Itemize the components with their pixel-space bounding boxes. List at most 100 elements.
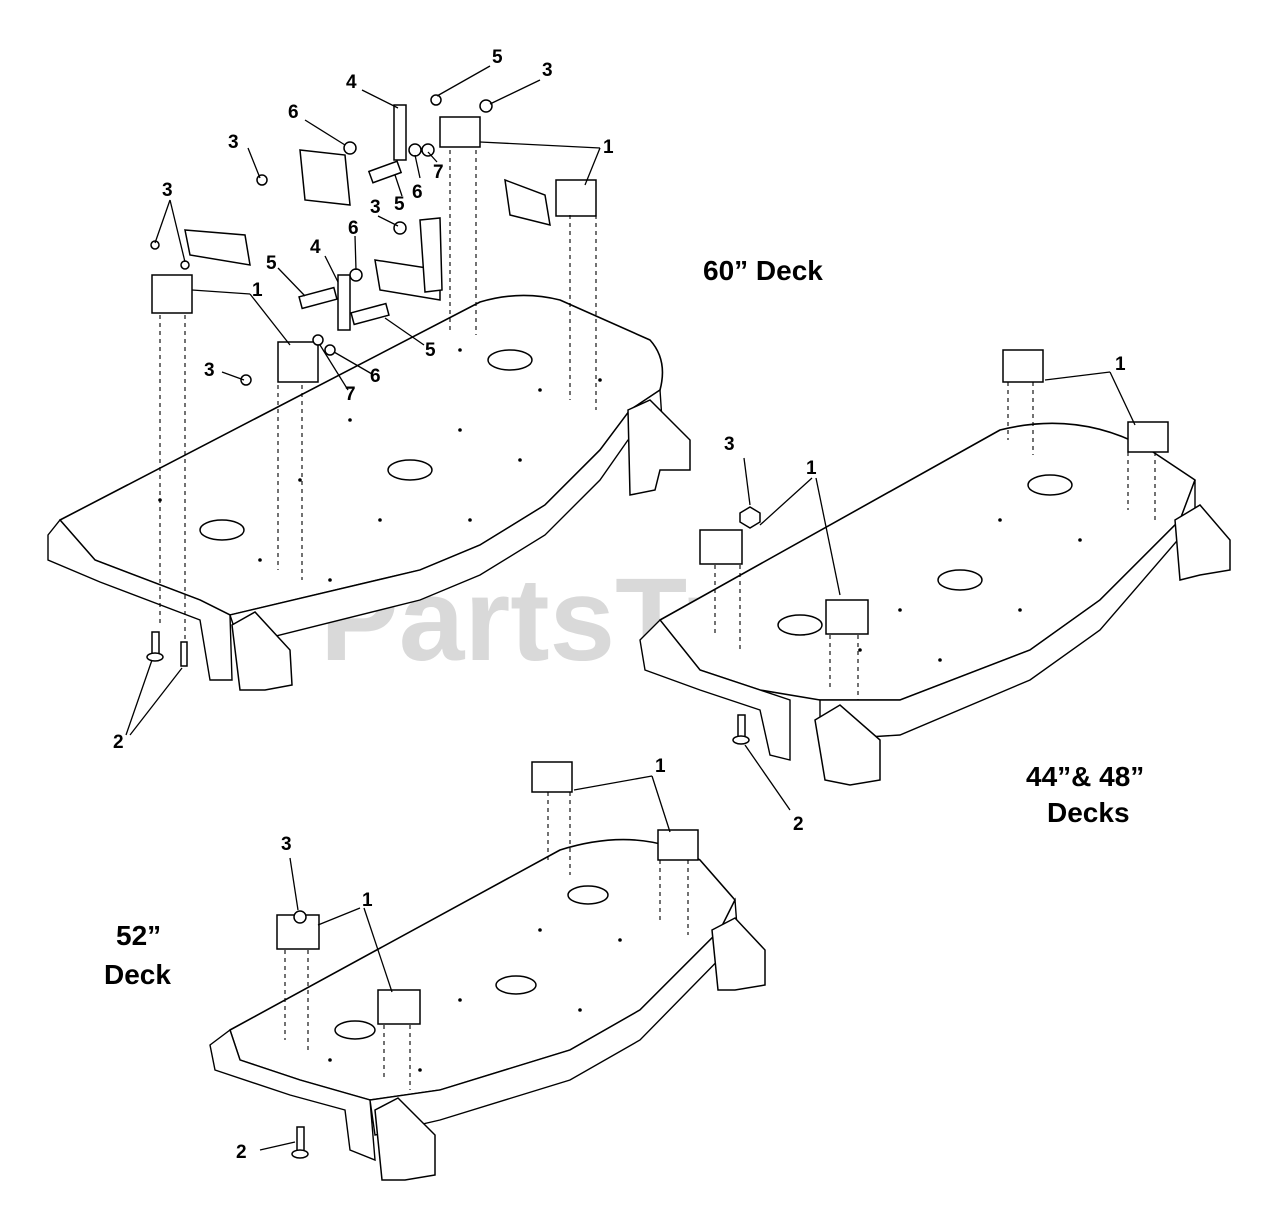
deck-44-48-rear-bracket (1174, 504, 1231, 581)
callout: 1 (1115, 354, 1126, 375)
deck-52-mount-plate (276, 914, 320, 950)
callout: 7 (433, 162, 444, 183)
deck-60-title: 60” Deck (703, 255, 823, 286)
deck-60-front-skirt (47, 518, 233, 681)
deck-60-mount-plate (277, 341, 319, 383)
deck-60-assembly: 5 3 4 6 3 1 7 6 5 3 3 6 4 5 1 5 3 6 7 2 … (47, 47, 823, 753)
callout: 3 (370, 197, 381, 218)
callout: 6 (412, 182, 423, 203)
callout: 3 (542, 60, 553, 81)
deck-52-assembly: 1 3 1 2 52” Deck (104, 756, 766, 1181)
deck-44-48-assembly: 1 3 1 2 44”& 48” Decks (639, 349, 1231, 835)
deck-60-nut (312, 334, 324, 346)
deck-52-front-bracket (374, 1097, 436, 1181)
deck-52-title-line2: Deck (104, 959, 171, 990)
deck-60-callouts: 5 3 4 6 3 1 7 6 5 3 3 6 4 5 1 5 3 6 7 2 (113, 47, 614, 753)
callout: 1 (655, 756, 666, 777)
deck-44-48-mount-plate (1127, 421, 1169, 453)
deck-52-mount-plate (377, 989, 421, 1025)
deck-60-nut (324, 344, 336, 356)
deck-60-nut (393, 221, 407, 235)
deck-52-mount-plate (531, 761, 573, 793)
deck-52-mount-plate (657, 829, 699, 861)
callout: 1 (806, 458, 817, 479)
callout: 5 (425, 340, 436, 361)
deck-60-nut (408, 143, 422, 157)
callout: 6 (288, 102, 299, 123)
deck-52-spindle-hole (334, 1020, 376, 1040)
deck-52-spindle-hole (567, 885, 609, 905)
callout: 4 (310, 237, 321, 258)
deck-52-rear-bracket (711, 917, 766, 991)
deck-60-leaders (125, 65, 601, 736)
deck-60-bolt (350, 302, 390, 326)
deck-60-nut (343, 141, 357, 155)
deck-44-48-spindle-hole (937, 569, 983, 591)
deck-44-48-title-line2: Decks (1047, 797, 1130, 828)
deck-60-nut (349, 268, 363, 282)
deck-60-nut (180, 260, 190, 270)
deck-44-48-side-skirt (819, 479, 1196, 741)
deck-44-48-spindle-hole (777, 614, 823, 636)
deck-52-spindle-hole (495, 975, 537, 995)
deck-52-leaders (259, 775, 671, 1151)
deck-52-bolt (296, 1126, 305, 1154)
deck-60-bolt-2-head (146, 652, 164, 662)
callout: 5 (394, 194, 405, 215)
callout: 6 (370, 366, 381, 387)
deck-44-48-nut (739, 506, 761, 529)
deck-60-holes (158, 348, 602, 582)
deck-60-nut (256, 174, 268, 186)
deck-44-48-leaders (743, 371, 1136, 811)
deck-60-nut (421, 143, 435, 157)
callout: 3 (228, 132, 239, 153)
deck-60-nut (150, 240, 160, 250)
deck-60-front-bracket (231, 611, 293, 691)
deck-44-48-holes (858, 518, 1082, 662)
deck-60-mount-plate (555, 179, 597, 217)
callout: 3 (281, 834, 292, 855)
deck-52-title-line1: 52” (116, 920, 161, 951)
deck-60-bolt (298, 286, 338, 310)
deck-44-48-spindle-hole (1027, 474, 1073, 496)
callout: 7 (345, 384, 356, 405)
deck-60-spindle-hole (487, 349, 533, 371)
deck-60-lift-arm (184, 229, 251, 266)
deck-52-holes (328, 928, 622, 1072)
callout: 3 (204, 360, 215, 381)
deck-60-lift-arm (419, 217, 443, 293)
callout: 3 (162, 180, 173, 201)
callout: 6 (348, 218, 359, 239)
deck-52-plate (229, 838, 736, 1101)
deck-44-48-front-skirt (639, 618, 791, 761)
deck-44-48-front-bracket (814, 704, 881, 786)
deck-60-mount-plate (151, 274, 193, 314)
deck-60-lift-arm (299, 149, 351, 206)
deck-44-48-bolt-head (732, 735, 750, 745)
callout: 1 (362, 890, 373, 911)
deck-44-48-mount-plate (1002, 349, 1044, 383)
callout: 5 (492, 47, 503, 68)
deck-60-nut (240, 374, 252, 386)
deck-60-nut (479, 99, 493, 113)
callout: 1 (252, 280, 263, 301)
callout: 1 (603, 137, 614, 158)
deck-52-nut (293, 910, 307, 924)
deck-52-bolt-head (291, 1149, 309, 1159)
deck-60-chain (393, 104, 407, 161)
deck-44-48-mount-plate (699, 529, 743, 565)
deck-60-spindle-hole (199, 519, 245, 541)
callout: 5 (266, 253, 277, 274)
deck-60-lift-arm (504, 178, 551, 227)
callout: 2 (236, 1142, 247, 1163)
deck-60-nut (430, 94, 442, 106)
callout: 2 (793, 814, 804, 835)
deck-60-bolt-2 (180, 641, 188, 667)
deck-60-rear-bracket (627, 399, 691, 496)
deck-60-mount-plate (439, 116, 481, 148)
deck-44-48-mount-plate (825, 599, 869, 635)
callout: 4 (346, 72, 357, 93)
deck-44-48-title-line1: 44”& 48” (1026, 761, 1144, 792)
deck-52-front-skirt (209, 1028, 376, 1162)
